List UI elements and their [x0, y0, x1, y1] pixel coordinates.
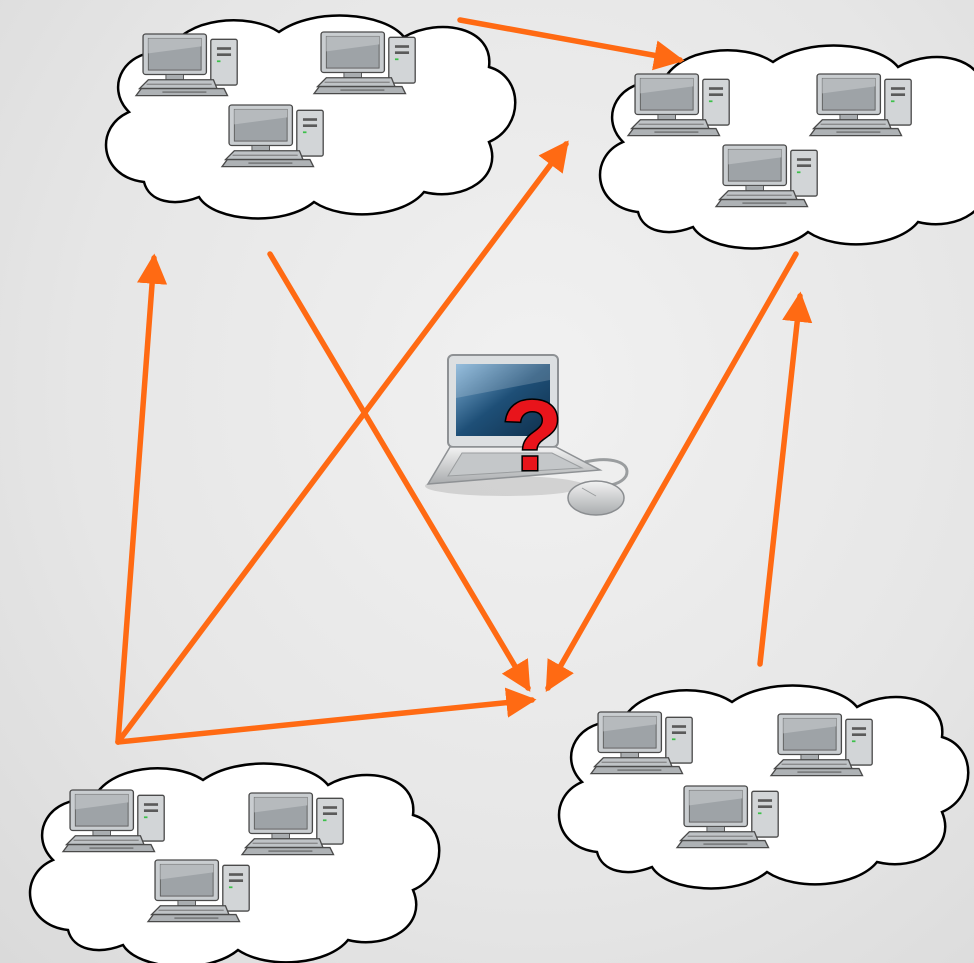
cluster-bottom-left — [28, 762, 441, 963]
arrow-bottom-left-to-bottom-right — [115, 687, 537, 745]
arrow-bottom-left-to-top-right — [115, 140, 569, 745]
cluster-top-left — [104, 14, 517, 220]
arrow-bottom-left-to-top-left — [115, 253, 168, 745]
arrow-top-left-to-top-right — [457, 17, 685, 71]
laptop-question-icon: ? — [425, 354, 629, 516]
connection-arrows — [115, 17, 813, 745]
arrow-top-right-to-bottom-right — [545, 251, 799, 692]
cluster-top-right — [598, 44, 974, 250]
question-mark-glyph: ? — [501, 380, 562, 492]
cluster-bottom-right — [557, 684, 970, 890]
arrow-bottom-right-to-top-right — [757, 291, 813, 667]
arrow-top-left-to-bottom-right — [267, 251, 531, 692]
